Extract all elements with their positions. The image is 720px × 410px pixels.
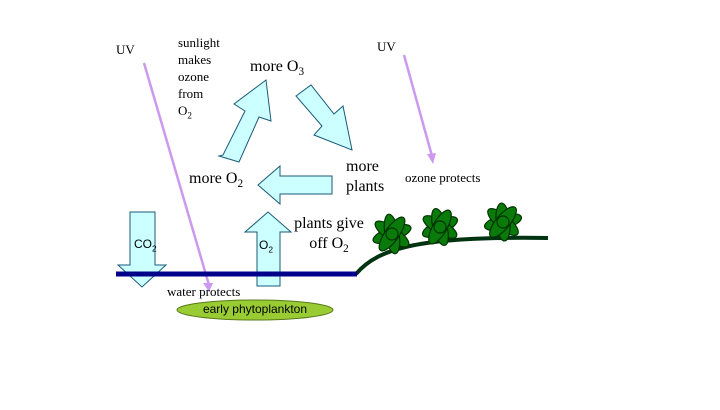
arrow-left-to-o2: [257, 164, 333, 206]
water-protects-label: water protects: [167, 284, 241, 299]
uv-ray-right-head: [427, 153, 436, 164]
sunlight-line-4: from: [178, 86, 204, 101]
uv-ray-right: [402, 54, 434, 157]
more-o2-label: more O2: [189, 170, 244, 191]
uv-label-right: UV: [377, 39, 396, 54]
more-o3-label: more O3: [250, 58, 305, 79]
arrow-o2-up: [243, 211, 293, 287]
o2-arrow-label: O2: [259, 238, 274, 255]
plant-1-icon: [372, 213, 412, 255]
uv-ray-left-head: [203, 283, 213, 292]
uv-label-left: UV: [116, 42, 135, 57]
plants-give-off-o2-label: plants give off O2: [284, 214, 374, 256]
phytoplankton-ellipse: [176, 299, 334, 321]
more-plants-label: more plants: [346, 157, 384, 197]
ozone-protects-label: ozone protects: [405, 170, 481, 185]
sunlight-line-5: O2: [178, 103, 192, 121]
arrow-down-to-plants: [295, 84, 353, 151]
uv-ray-left: [142, 62, 211, 286]
sunlight-label: sunlight makes ozone from O2: [178, 34, 220, 121]
sunlight-line-1: sunlight: [178, 35, 220, 50]
co2-arrow-label: CO2: [134, 237, 157, 254]
more-plants-line-2: plants: [346, 178, 385, 195]
plant-3-icon: [483, 202, 523, 242]
sunlight-line-2: makes: [178, 52, 212, 67]
plant-2-icon: [421, 207, 459, 247]
early-phytoplankton-label: early phytoplankton: [202, 302, 308, 316]
arrow-up-to-o3: [217, 79, 272, 163]
off-o2-line: off O2: [309, 235, 349, 256]
sunlight-line-3: ozone: [178, 69, 210, 84]
more-plants-line-1: more: [346, 158, 379, 175]
plants-give-line: plants give: [294, 215, 364, 232]
